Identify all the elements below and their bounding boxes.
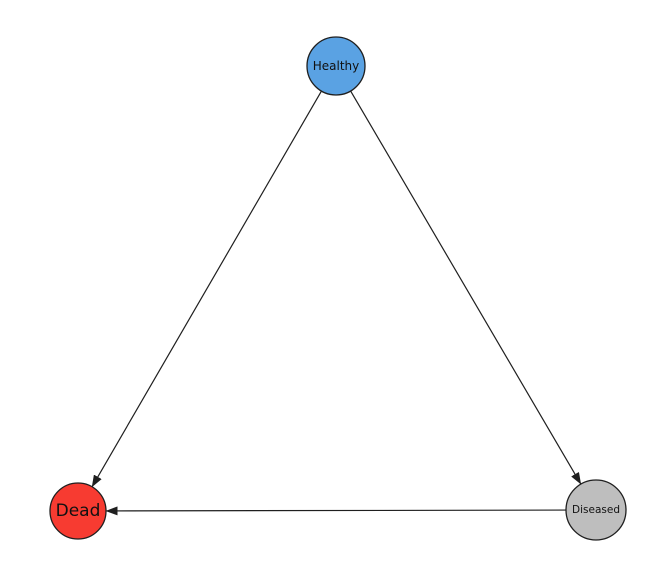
node-diseased: Diseased [565,479,627,541]
edge-diseased-to-dead [105,506,567,516]
node-dead: Dead [49,482,107,540]
node-diseased-circle [565,479,627,541]
edge-healthy-to-diseased [350,90,582,485]
node-healthy-circle [306,36,366,96]
node-healthy: Healthy [306,36,366,96]
node-dead-circle [49,482,107,540]
edge-healthy-to-dead [91,90,322,488]
